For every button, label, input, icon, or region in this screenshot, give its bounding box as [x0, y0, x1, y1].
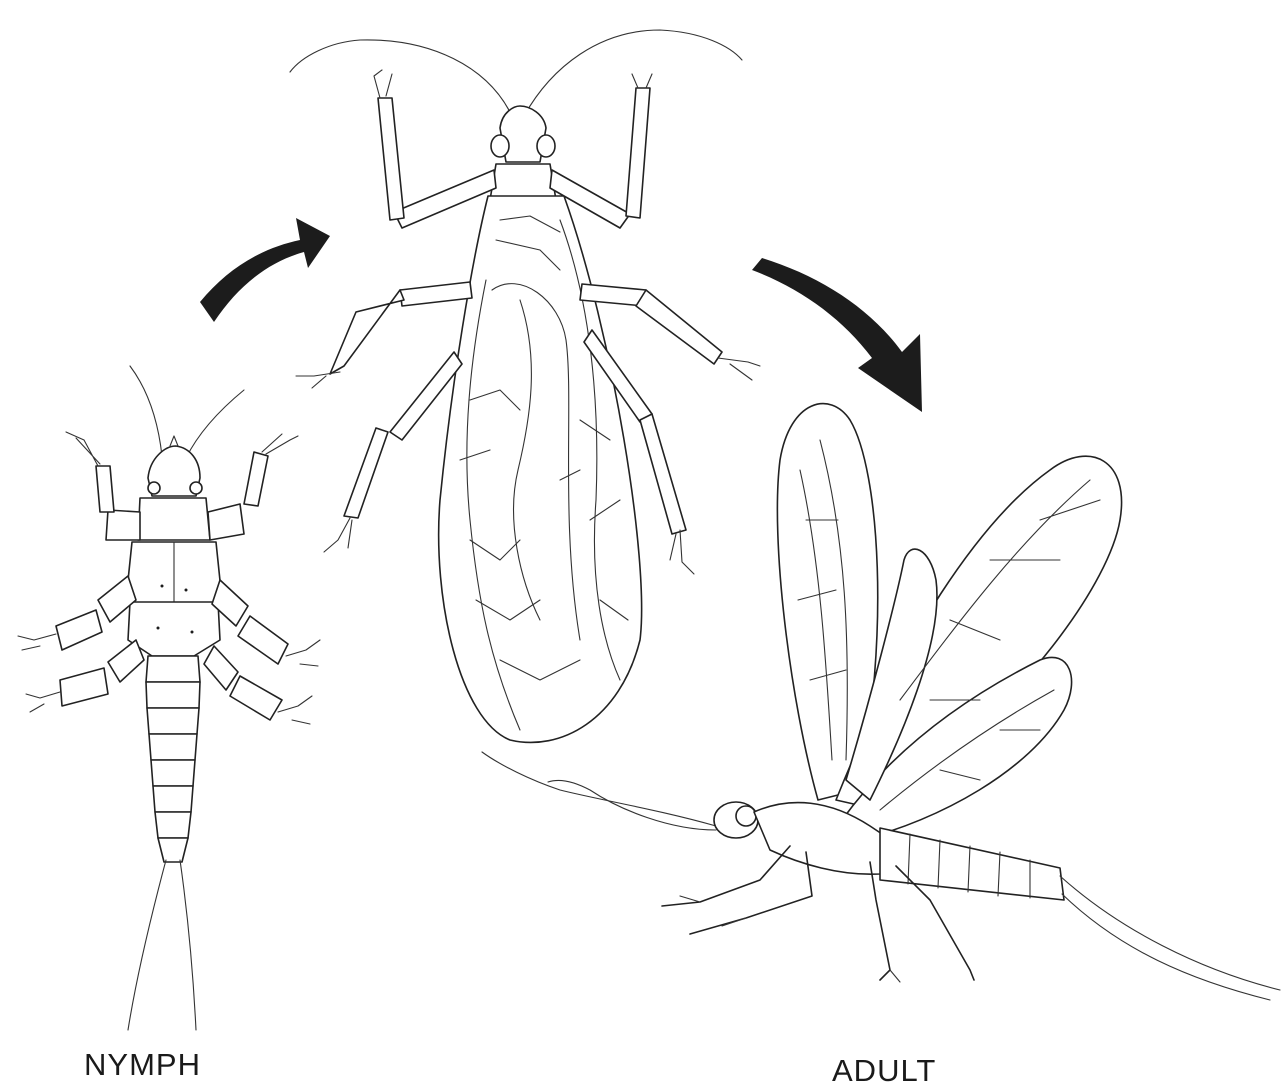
folded-wing-stage-illustration — [290, 30, 760, 742]
nymph-label: NYMPH — [84, 1047, 201, 1083]
curved-arrow-up-right-icon — [200, 218, 330, 322]
adult-label: ADULT — [832, 1053, 936, 1089]
curved-arrow-down-right-icon — [752, 258, 922, 412]
nymph-illustration — [18, 366, 320, 1030]
